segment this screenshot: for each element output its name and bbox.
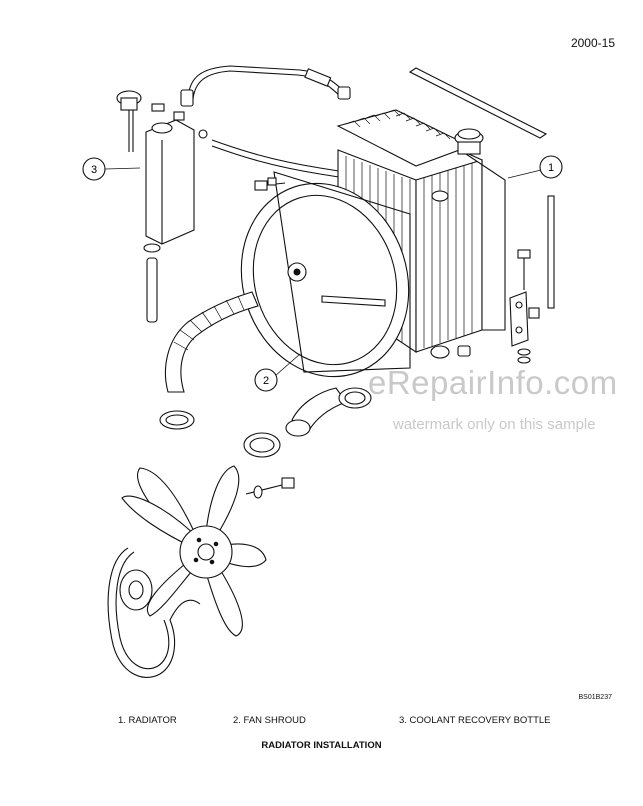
legend-item-radiator: 1. RADIATOR [118,715,177,726]
fan-blades [121,465,267,637]
svg-text:2: 2 [263,375,269,387]
watermark-note: watermark only on this sample [393,416,596,433]
shroud-bolts [254,177,286,191]
callout-3: 3 [82,157,141,181]
svg-text:1: 1 [548,162,554,174]
coolant-bottle [116,90,208,323]
fan-bolt [245,477,295,499]
bolt-stack-right [517,249,540,364]
page-number: 2000-15 [570,36,615,50]
upper-hose [243,387,372,458]
radiator-installation-illustration: 1 2 3 [82,65,563,678]
figure-caption: RADIATOR INSTALLATION [261,740,382,751]
lower-hose [159,291,259,430]
callout-2: 2 [254,353,301,392]
fan-belt [107,547,201,678]
rubber-strip-side [547,195,555,309]
legend-item-coolant-recovery-bottle: 3. COOLANT RECOVERY BOTTLE [399,715,551,726]
rubber-strip-top [408,67,548,139]
figure-code: BS01B237 [578,694,612,701]
svg-text:3: 3 [91,164,97,176]
callout-1: 1 [507,155,563,179]
watermark: eRepairInfo.com [368,364,618,401]
legend-item-fan-shroud: 2. FAN SHROUD [233,715,306,726]
overflow-hose [180,65,351,179]
